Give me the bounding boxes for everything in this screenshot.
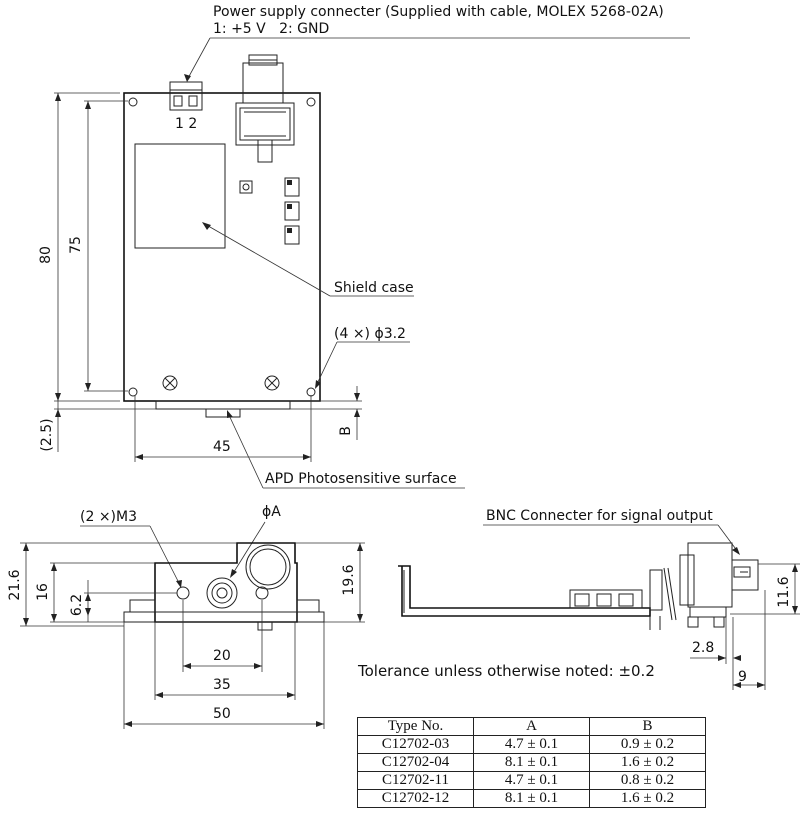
a-cell: 8.1 ± 0.1 — [473, 753, 590, 772]
power-connector — [169, 81, 203, 111]
dim-B: B — [338, 426, 354, 436]
type-no-cell: C12702-12 — [357, 789, 474, 808]
b-cell: 1.6 ± 0.2 — [589, 753, 706, 772]
dim-9: 9 — [738, 669, 747, 685]
dim-2-5: (2.5) — [39, 418, 55, 451]
a-cell: 8.1 ± 0.1 — [473, 789, 590, 808]
pin-numbers: 1 2 — [175, 116, 197, 132]
type-table-header-row: Type No. A B — [357, 717, 706, 736]
side-view: BNC Connecter for signal output 11.6 — [398, 508, 800, 690]
header-b: B — [589, 717, 706, 736]
type-no-cell: C12702-03 — [357, 735, 474, 754]
b-cell: 1.6 ± 0.2 — [589, 789, 706, 808]
type-no-cell: C12702-11 — [357, 771, 474, 790]
pin-assignment-label: 1: +5 V 2: GND — [213, 21, 329, 37]
bnc-label: BNC Connecter for signal output — [486, 508, 713, 524]
header-a: A — [473, 717, 590, 736]
dim-80: 80 — [38, 246, 54, 264]
side-board-profile — [398, 565, 651, 617]
dim-20: 20 — [213, 648, 231, 664]
dim-11-6: 11.6 — [776, 576, 792, 607]
dim-6-2: 6.2 — [69, 594, 85, 616]
table-row: C12702-12 8.1 ± 0.1 1.6 ± 0.2 — [357, 789, 706, 808]
bnc-connector-top — [235, 54, 295, 163]
dim-2-8: 2.8 — [692, 640, 714, 656]
dim-19-6: 19.6 — [341, 564, 357, 595]
power-connector-label: Power supply connecter (Supplied with ca… — [213, 4, 664, 20]
front-body-outline — [154, 542, 298, 623]
tolerance-note: Tolerance unless otherwise noted: ±0.2 — [357, 662, 655, 680]
b-cell: 0.9 ± 0.2 — [589, 735, 706, 754]
type-table: Type No. A B C12702-03 4.7 ± 0.1 0.9 ± 0… — [357, 717, 706, 808]
dim-50: 50 — [213, 706, 231, 722]
a-cell: 4.7 ± 0.1 — [473, 771, 590, 790]
apd-label: APD Photosensitive surface — [265, 471, 457, 487]
table-row: C12702-04 8.1 ± 0.1 1.6 ± 0.2 — [357, 753, 706, 772]
dim-35: 35 — [213, 677, 231, 693]
dim-75: 75 — [68, 236, 84, 254]
type-no-cell: C12702-04 — [357, 753, 474, 772]
front-view: (2 ×)M3 ϕA 21.6 16 — [7, 504, 365, 729]
table-row: C12702-11 4.7 ± 0.1 0.8 ± 0.2 — [357, 771, 706, 790]
dim-16: 16 — [35, 583, 51, 601]
a-cell: 4.7 ± 0.1 — [473, 735, 590, 754]
dim-21-6: 21.6 — [7, 569, 23, 600]
m3-label: (2 ×)M3 — [80, 509, 137, 525]
mounting-holes — [128, 97, 316, 397]
b-cell: 0.8 ± 0.2 — [589, 771, 706, 790]
small-components — [239, 177, 300, 245]
circuit-board-outline — [123, 92, 321, 402]
shield-case-label: Shield case — [334, 280, 414, 296]
dim-45: 45 — [213, 439, 231, 455]
phi-a-label: ϕA — [262, 504, 281, 520]
table-row: C12702-03 4.7 ± 0.1 0.9 ± 0.2 — [357, 735, 706, 754]
header-type-no: Type No. — [357, 717, 474, 736]
shield-case — [134, 143, 226, 249]
top-view: Power supply connecter (Supplied with ca… — [38, 4, 690, 489]
hole-label: (4 ×) ϕ3.2 — [334, 326, 406, 342]
